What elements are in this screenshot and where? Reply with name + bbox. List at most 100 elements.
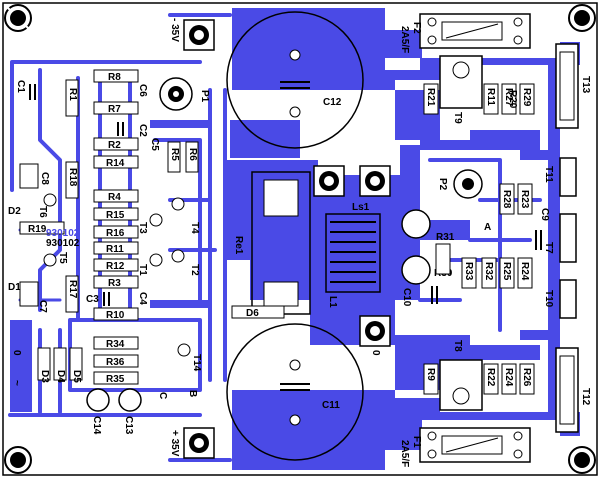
t1-label: T1 bbox=[137, 264, 148, 276]
potentiometer-p1: P1 bbox=[159, 77, 210, 111]
r22-label: R22 bbox=[485, 368, 496, 387]
t7-label: T7 bbox=[543, 242, 554, 254]
t9-label: T9 bbox=[452, 112, 463, 124]
capacitor-c9: C9 bbox=[535, 208, 550, 250]
r5-label: R5 bbox=[169, 148, 180, 161]
t12-label: T12 bbox=[580, 388, 591, 406]
r11b-label: R11 bbox=[106, 244, 124, 255]
c13-label: C13 bbox=[123, 416, 134, 435]
r17-label: R17 bbox=[67, 280, 78, 299]
r15-label: R15 bbox=[106, 210, 125, 221]
c14-label: C14 bbox=[91, 416, 102, 435]
r18-label: R18 bbox=[67, 168, 78, 187]
r10-label: R10 bbox=[106, 310, 125, 321]
t13-label: T13 bbox=[580, 76, 591, 94]
r6-label: R6 bbox=[187, 148, 198, 161]
transistor-t10: T10 bbox=[543, 279, 577, 319]
r4-label: R4 bbox=[108, 192, 121, 203]
capacitor-c11: C11 bbox=[226, 323, 364, 461]
ls1-label: Ls1 bbox=[352, 202, 370, 213]
mounting-holes bbox=[4, 4, 596, 474]
d4-label: D4 bbox=[55, 370, 66, 383]
point-b-label: B bbox=[187, 390, 198, 397]
c4-label: C4 bbox=[137, 292, 148, 305]
t6-label: T6 bbox=[37, 206, 48, 218]
r36-label: R36 bbox=[106, 357, 125, 368]
point-a-label: A bbox=[484, 222, 491, 233]
terminal-plus-35v: + 35V bbox=[169, 427, 215, 459]
input-tilde-label: ~ bbox=[11, 380, 22, 386]
d2-label: D2 bbox=[8, 206, 21, 217]
plus-35v-label: + 35V bbox=[169, 430, 180, 457]
board-id-mirrored: 930102 bbox=[46, 228, 80, 239]
diodes-left: D2 D1 D3 D4 D5 bbox=[8, 163, 83, 383]
ground-label: 0 bbox=[370, 350, 381, 356]
coil-ls1: Ls1 L1 bbox=[325, 202, 381, 308]
t8-label: T8 bbox=[452, 340, 463, 352]
transistor-t7: T7 bbox=[543, 213, 577, 263]
terminal-output-2 bbox=[359, 165, 391, 197]
c9-label: C9 bbox=[539, 208, 550, 221]
r19b-label: R9 bbox=[425, 368, 436, 381]
transistor-t11: T11 bbox=[543, 157, 577, 197]
c7-label: C7 bbox=[37, 300, 48, 313]
capacitor-c12: C12 bbox=[226, 11, 364, 149]
t2-label: T2 bbox=[189, 264, 200, 276]
r7-label: R7 bbox=[108, 104, 121, 115]
f2-label: F2 bbox=[411, 22, 422, 34]
c8-label: C8 bbox=[39, 172, 50, 185]
r14-label: R14 bbox=[106, 158, 125, 169]
left-resistors: R8 R7 R2 R14 R4 R15 R16 R11 R12 R3 R10 R… bbox=[19, 69, 518, 385]
t5-label: T5 bbox=[57, 252, 68, 264]
small-transistors: T4 T2 T3 T1 T6 T5 T14 bbox=[37, 193, 202, 372]
r33-label: R33 bbox=[463, 262, 474, 281]
terminal-output-1 bbox=[313, 165, 345, 197]
board-id-normal: 930102 bbox=[46, 238, 80, 249]
p2-label: P2 bbox=[437, 178, 448, 191]
r20-label: R20 bbox=[507, 90, 518, 109]
capacitor-c14: C14 bbox=[86, 388, 110, 435]
fuse-f2: F2 2A5/F bbox=[399, 13, 531, 53]
diode-d6: D6 bbox=[231, 305, 285, 319]
r32-label: R32 bbox=[483, 262, 494, 281]
copper-layer bbox=[10, 8, 580, 470]
r28-label: R28 bbox=[501, 190, 512, 209]
c10-label: C10 bbox=[401, 288, 412, 307]
small-capacitors: C1 C2 C3 C4 C5 C6 C7 C8 bbox=[15, 80, 160, 313]
f1-label: F1 bbox=[411, 436, 422, 448]
r27-label: R27 bbox=[503, 88, 514, 107]
c6-label: C6 bbox=[137, 84, 148, 97]
fuse-f1: F1 2A5/F bbox=[399, 427, 531, 467]
d5-label: D5 bbox=[71, 370, 82, 383]
f2-rating: 2A5/F bbox=[399, 26, 410, 53]
potentiometer-p2: P2 bbox=[437, 169, 483, 199]
r16-label: R16 bbox=[106, 228, 125, 239]
r24-label: R24 bbox=[503, 368, 514, 387]
r31-label: R31 bbox=[436, 232, 455, 243]
c2-label: C2 bbox=[137, 124, 148, 137]
re1-label: Re1 bbox=[233, 236, 244, 255]
r23-label: R23 bbox=[519, 190, 530, 209]
r12-label: R12 bbox=[106, 261, 125, 272]
t14-label: T14 bbox=[191, 354, 202, 372]
resistor-r31: R31 bbox=[401, 209, 455, 243]
r11-label: R11 bbox=[485, 88, 496, 106]
c1-label: C1 bbox=[15, 80, 26, 93]
r2-label: R2 bbox=[108, 140, 121, 151]
transistor-t12: T12 bbox=[555, 347, 591, 433]
r19-label: R19 bbox=[28, 224, 47, 235]
r26-label: R26 bbox=[521, 368, 532, 387]
c3-label: C3 bbox=[86, 294, 99, 305]
r8-label: R8 bbox=[108, 72, 121, 83]
transistor-t13: T13 bbox=[555, 43, 591, 129]
t3-label: T3 bbox=[137, 222, 148, 234]
capacitor-c10: C10 bbox=[401, 286, 438, 307]
transistor-t9: T9 bbox=[439, 55, 483, 124]
r25-label: R25 bbox=[501, 262, 512, 281]
r21-label: R21 bbox=[425, 88, 436, 107]
f1-rating: 2A5/F bbox=[399, 440, 410, 467]
r29-label: R29 bbox=[521, 88, 532, 107]
minus-35v-label: - 35V bbox=[169, 18, 180, 42]
c11-label: C11 bbox=[322, 400, 340, 411]
